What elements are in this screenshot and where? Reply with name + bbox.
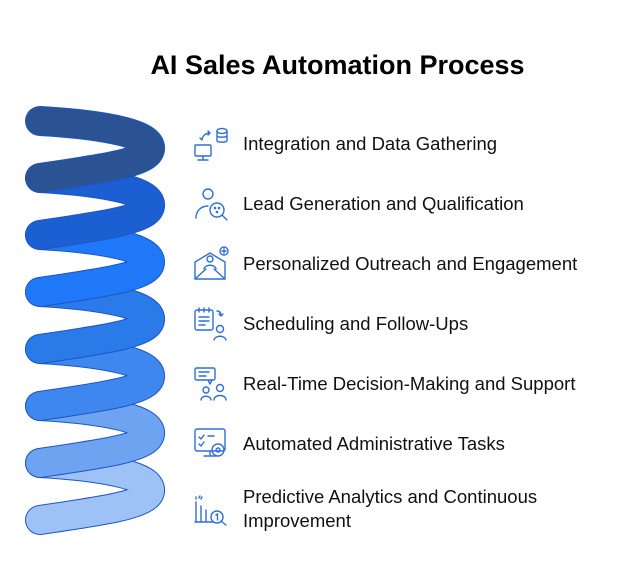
step-item: Integration and Data Gathering <box>192 124 497 164</box>
step-label: Predictive Analytics and Continuous Impr… <box>243 486 538 531</box>
data-sync-icon <box>194 127 228 161</box>
step-item: Personalized Outreach and Engagement <box>192 244 577 284</box>
spiral-graphic <box>25 106 165 535</box>
mail-person-icon <box>194 246 229 280</box>
step-item: Scheduling and Follow-Ups <box>192 304 468 344</box>
step-label: Real-Time Decision-Making and Support <box>243 373 576 394</box>
chat-people-icon <box>194 367 227 401</box>
step-label: Integration and Data Gathering <box>243 133 498 154</box>
step-label: Scheduling and Follow-Ups <box>243 313 469 334</box>
chart-magnifier-icon <box>194 495 227 526</box>
step-item: Automated Administrative Tasks <box>192 424 505 464</box>
person-search-icon <box>195 188 228 221</box>
step-label: Automated Administrative Tasks <box>243 433 505 454</box>
step-label: Personalized Outreach and Engagement <box>243 253 578 274</box>
calendar-person-icon <box>194 307 227 341</box>
page-title: AI Sales Automation Process <box>150 50 525 80</box>
step-item: Real-Time Decision-Making and Support <box>192 364 575 404</box>
step-item: Predictive Analytics and Continuous Impr… <box>192 486 583 531</box>
step-label: Lead Generation and Qualification <box>243 193 524 214</box>
spiral-segment-1 <box>25 106 165 193</box>
monitor-gear-icon <box>194 428 226 457</box>
step-item: Lead Generation and Qualification <box>192 184 524 224</box>
